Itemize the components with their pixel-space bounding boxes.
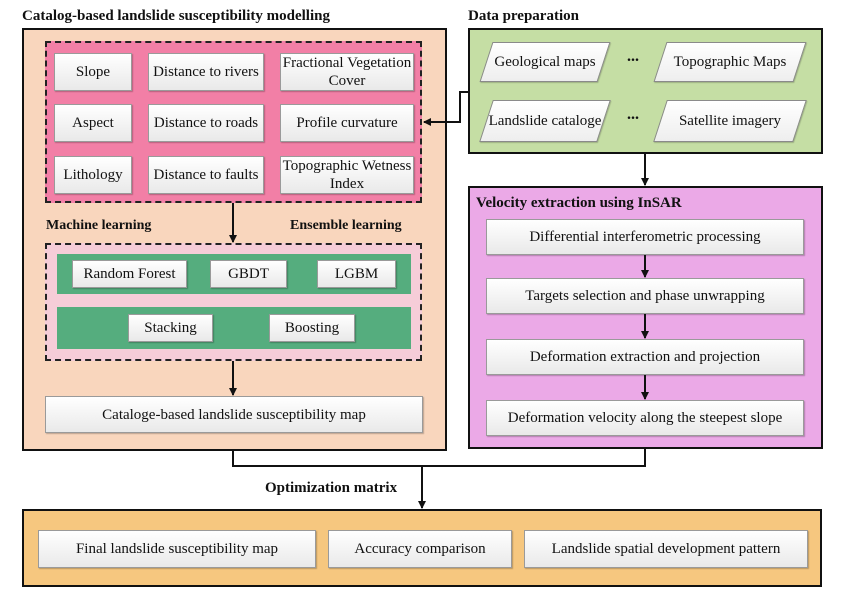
model-gbdt: GBDT: [210, 260, 287, 288]
factor-profile-curvature: Profile curvature: [280, 104, 414, 142]
catalog-title: Catalog-based landslide susceptibility m…: [22, 8, 330, 24]
ellipsis-bottom: ...: [627, 106, 639, 123]
factor-distance-to-faults: Distance to faults: [148, 156, 264, 194]
factor-lithology: Lithology: [54, 156, 132, 194]
result-accuracy-comparison: Accuracy comparison: [328, 530, 512, 568]
factor-distance-to-rivers: Distance to rivers: [148, 53, 264, 91]
factor-aspect: Aspect: [54, 104, 132, 142]
factor-topographic-wetness-index: Topographic Wetness Index: [280, 156, 414, 194]
item-geological-maps-label: Geological maps: [494, 54, 596, 70]
optimization-title: Optimization matrix: [265, 480, 398, 496]
insar-step-3: Deformation extraction and projection: [486, 339, 804, 375]
model-random-forest: Random Forest: [72, 260, 187, 288]
ellipsis-top: ...: [627, 48, 639, 65]
insar-step-2: Targets selection and phase unwrapping: [486, 278, 804, 314]
factor-slope: Slope: [54, 53, 132, 91]
item-landslide-cataloge: Landslide cataloge: [486, 100, 604, 142]
item-landslide-cataloge-label: Landslide cataloge: [488, 113, 602, 129]
factor-fractional-vegetation-cover: Fractional Vegetation Cover: [280, 53, 414, 91]
item-satellite-imagery-label: Satellite imagery: [678, 113, 782, 129]
model-lgbm: LGBM: [317, 260, 396, 288]
insar-title: Velocity extraction using InSAR: [476, 195, 682, 211]
item-satellite-imagery: Satellite imagery: [660, 100, 800, 142]
result-spatial-development-pattern: Landslide spatial development pattern: [524, 530, 808, 568]
factor-distance-to-roads: Distance to roads: [148, 104, 264, 142]
result-final-susceptibility-map: Final landslide susceptibility map: [38, 530, 316, 568]
insar-step-4: Deformation velocity along the steepest …: [486, 400, 804, 436]
data-prep-title: Data preparation: [468, 8, 579, 24]
item-topographic-maps: Topographic Maps: [660, 42, 800, 82]
insar-step-1: Differential interferometric processing: [486, 219, 804, 255]
catalog-susceptibility-map: Cataloge-based landslide susceptibility …: [45, 396, 423, 433]
machine-learning-label: Machine learning: [46, 218, 152, 233]
item-geological-maps: Geological maps: [486, 42, 604, 82]
merge-line: [232, 449, 646, 467]
ensemble-learning-label: Ensemble learning: [290, 218, 402, 233]
ensemble-boosting: Boosting: [269, 314, 355, 342]
ensemble-stacking: Stacking: [128, 314, 213, 342]
item-topographic-maps-label: Topographic Maps: [673, 54, 787, 70]
arrow-data-to-factors: [423, 91, 468, 126]
